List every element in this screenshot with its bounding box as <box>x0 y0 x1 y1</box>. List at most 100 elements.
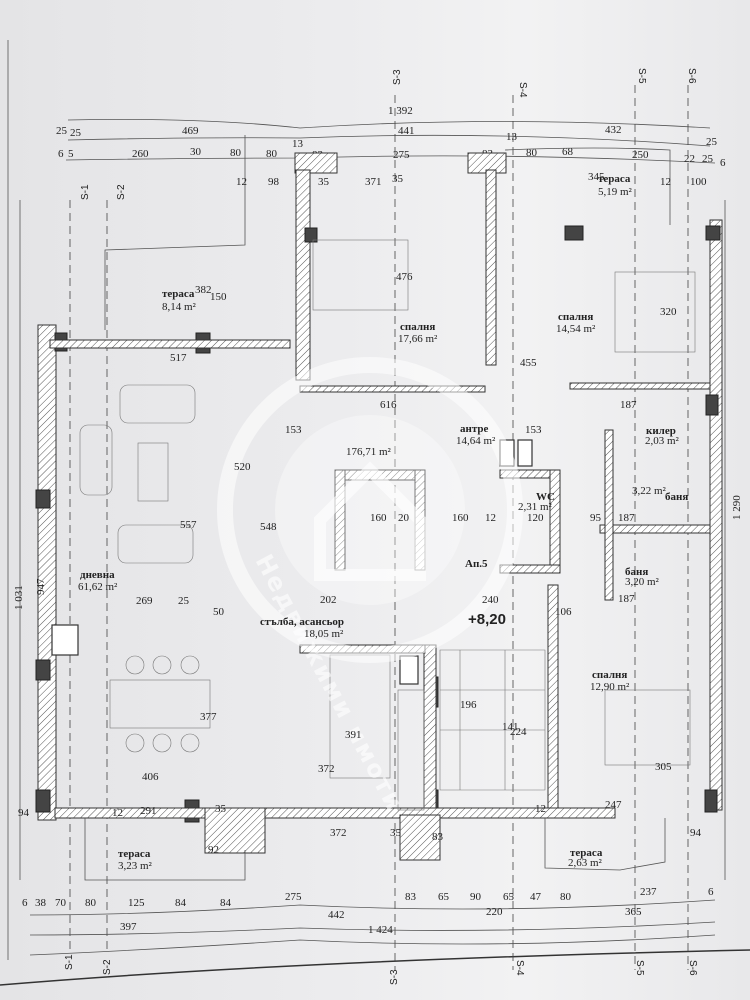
dim-label: 80 <box>560 891 572 903</box>
dim-label: 95 <box>590 512 602 524</box>
room-area: 2,63 m² <box>568 857 603 869</box>
dim-label: 616 <box>380 399 397 411</box>
room-name: тераса <box>162 288 195 300</box>
dim-label: 397 <box>120 921 137 933</box>
dim-label: 25 <box>56 125 68 137</box>
dim-label: 455 <box>520 357 537 369</box>
dim-label: 160 <box>370 512 387 524</box>
dim-label: 187 <box>618 593 635 605</box>
dim-label: 391 <box>345 729 362 741</box>
dim-label: 372 <box>318 763 335 775</box>
room-name: тераса <box>598 173 631 185</box>
room-name: тераса <box>118 848 151 860</box>
room-name: спалня <box>400 321 435 333</box>
dim-left-overall: 1 031 <box>13 585 25 610</box>
dim-label: 20 <box>398 512 410 524</box>
dim-label: 275 <box>393 149 410 161</box>
dim-label: 520 <box>234 461 251 473</box>
dim-label: 220 <box>486 906 503 918</box>
section-marker-s6: S-6 <box>686 68 697 84</box>
dim-label: 35 <box>318 176 330 188</box>
room-area: 61,62 m² <box>78 581 118 593</box>
dim-label: 70 <box>55 897 67 909</box>
dim-label: 365 <box>625 906 642 918</box>
dim-overall-top: 1 392 <box>388 105 413 117</box>
dim-label: 371 <box>365 176 382 188</box>
dim-label: 80 <box>266 148 278 160</box>
dim-label: 548 <box>260 521 277 533</box>
dim-label: 25 <box>70 127 82 139</box>
room-area: 14,54 m² <box>556 323 596 335</box>
dim-label: 377 <box>200 711 217 723</box>
dim-label: 291 <box>140 805 157 817</box>
dim-label: 25 <box>706 136 718 148</box>
dim-label: 38 <box>35 897 47 909</box>
dim-label: 517 <box>170 352 187 364</box>
room-area: 14,64 m² <box>456 435 496 447</box>
bottom-dimensions: 1 424 397 442 220 365 <box>29 899 716 956</box>
dim-label: 240 <box>482 594 499 606</box>
section-marker-s2-bottom: S-2 <box>102 959 113 975</box>
dim-label: 372 <box>330 827 347 839</box>
dim-label: 13 <box>506 131 518 143</box>
room-area: 2,03 m² <box>645 435 680 447</box>
dim-label: 224 <box>510 726 527 738</box>
dim-label: 250 <box>632 149 649 161</box>
room-area: 3,20 m² <box>625 576 660 588</box>
dim-label: 12 <box>236 176 247 188</box>
dim-label: 68 <box>562 146 574 158</box>
room-name: спалня <box>558 311 593 323</box>
dim-label: 65 <box>438 891 450 903</box>
level-mark: +8,20 <box>468 611 506 628</box>
dim-label: 196 <box>460 699 477 711</box>
dim-label: 80 <box>85 897 97 909</box>
room-name: дневна <box>80 569 115 581</box>
top-dimensions: 1 392 25 25 469 13 441 13 432 25 6 5 260… <box>56 105 726 169</box>
dim-label: 25 <box>178 595 190 607</box>
dim-label: 25 <box>702 153 714 165</box>
dim-label: 12 <box>660 176 671 188</box>
dim-label: 83 <box>405 891 417 903</box>
room-area: 3,22 m² <box>632 485 667 497</box>
dim-label: 6 <box>22 897 28 909</box>
dim-label: 320 <box>660 306 677 318</box>
room-name: баня <box>665 491 688 503</box>
dim-label: 94 <box>18 807 30 819</box>
dim-label: 80 <box>230 147 242 159</box>
dim-left-inner: 947 <box>35 578 47 595</box>
dim-label: 406 <box>142 771 159 783</box>
section-marker-s3-bottom: S-3 <box>389 969 400 985</box>
room-area: 12,90 m² <box>590 681 630 693</box>
room-name: тераса <box>570 847 603 859</box>
dim-label: 120 <box>527 512 544 524</box>
dim-label: 187 <box>620 399 637 411</box>
dim-label: 83 <box>432 831 444 843</box>
dim-label: 100 <box>690 176 707 188</box>
section-marker-s5: S-5 <box>636 68 647 84</box>
dim-label: 98 <box>268 176 280 188</box>
room-area: 17,66 m² <box>398 333 438 345</box>
dim-label: 84 <box>175 897 187 909</box>
side-dimensions: 1 031 947 1 290 <box>13 200 743 880</box>
section-marker-s2: S-2 <box>116 184 127 200</box>
dim-label: 94 <box>690 827 702 839</box>
dim-label: 35 <box>215 803 227 815</box>
dim-label: 432 <box>605 124 622 136</box>
dim-label: 50 <box>213 606 225 618</box>
dim-label: 275 <box>285 891 302 903</box>
dim-overall-bottom: 1 424 <box>368 924 393 936</box>
dim-label: 187 <box>618 512 635 524</box>
dim-label: 260 <box>132 148 149 160</box>
dim-label: 35 <box>392 173 404 185</box>
section-marker-s4: S-4 <box>517 82 528 98</box>
dim-label: 6 <box>720 157 726 169</box>
dim-label: 557 <box>180 519 197 531</box>
dim-label: 442 <box>328 909 345 921</box>
dim-label: 150 <box>210 291 227 303</box>
dim-label: 153 <box>285 424 302 436</box>
dim-label: 160 <box>452 512 469 524</box>
dim-label: 305 <box>655 761 672 773</box>
dim-label: 84 <box>220 897 232 909</box>
